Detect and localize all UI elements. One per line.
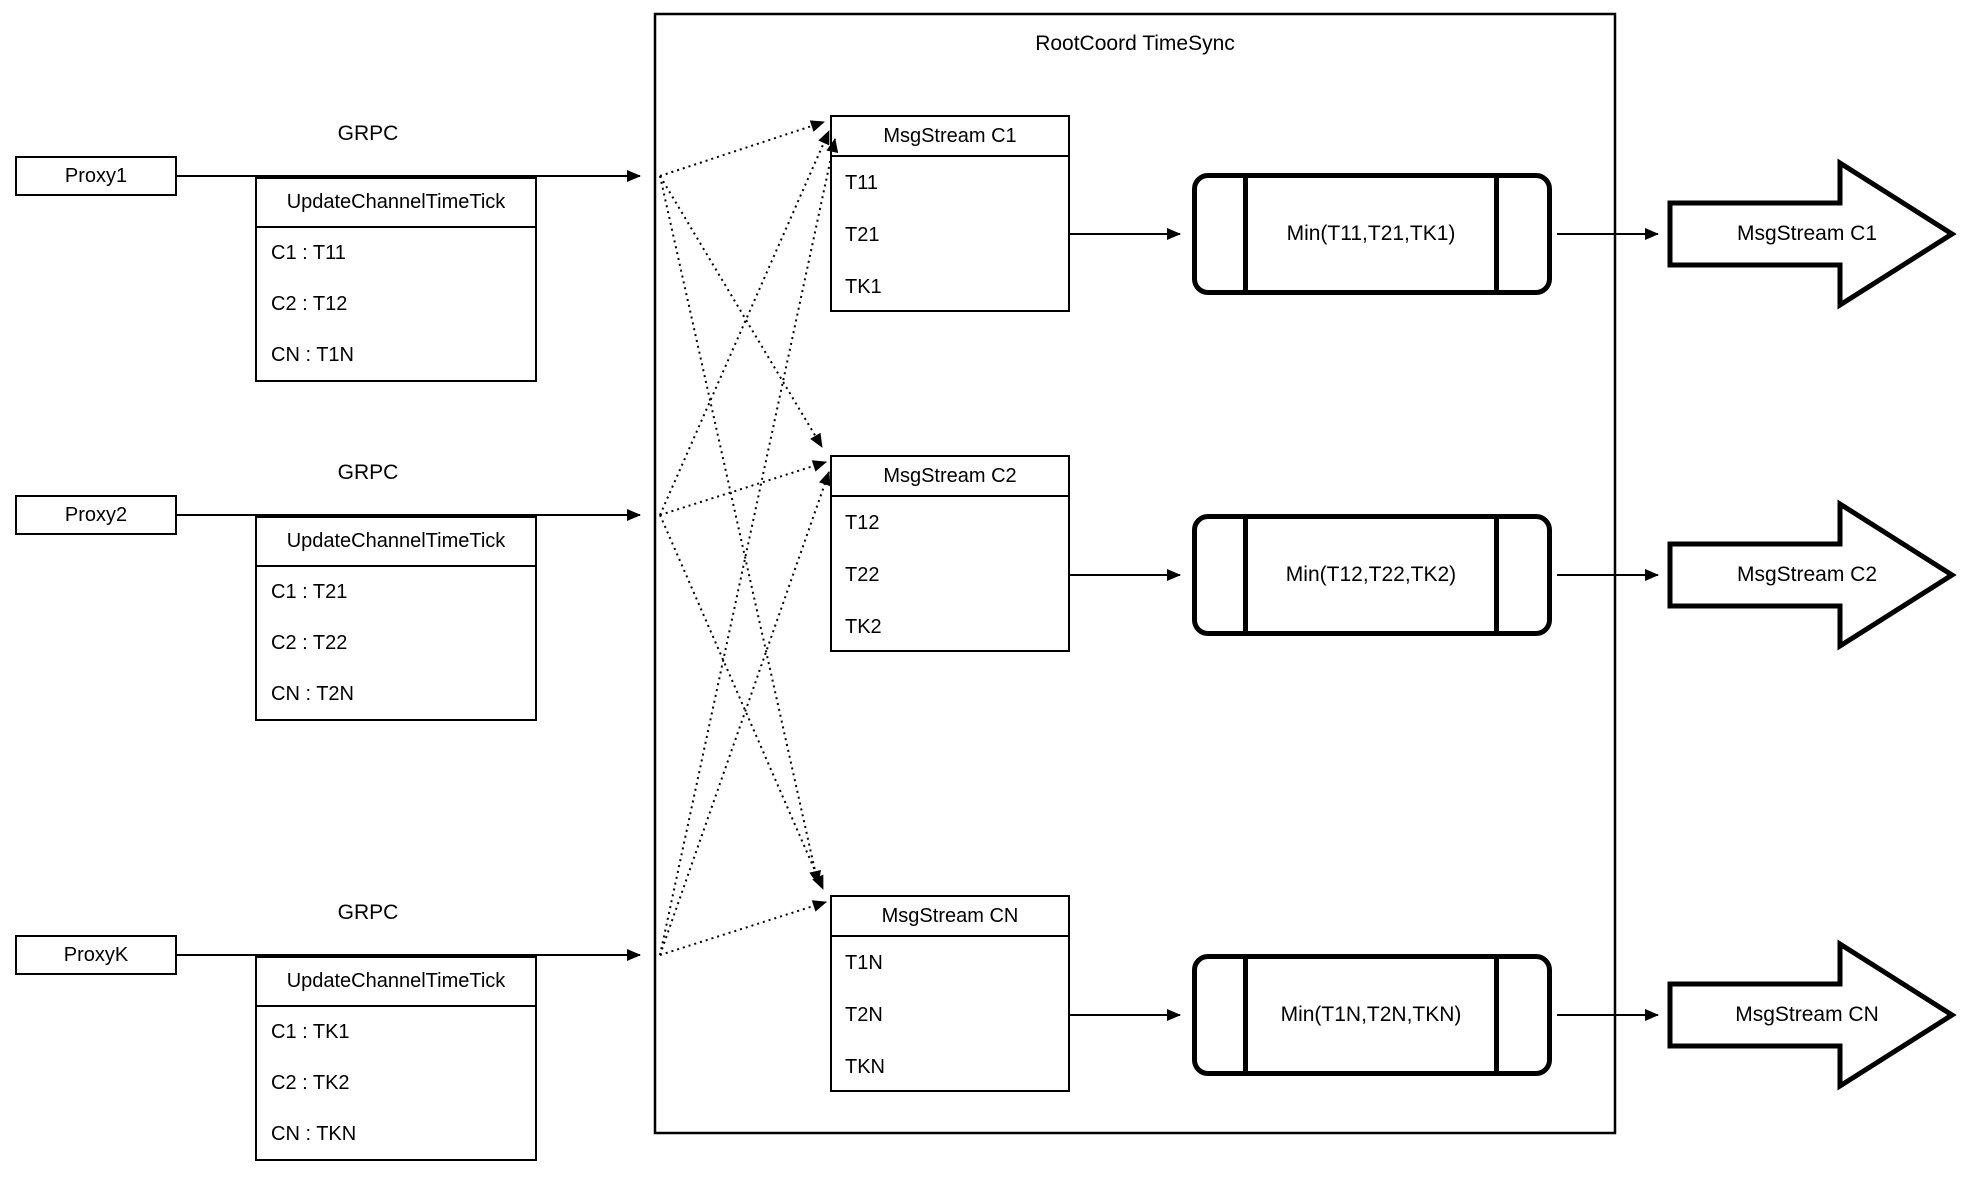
output-arrow-c2-label: MsgStream C2 [1736, 563, 1878, 586]
msgstream-table-c1: MsgStream C1 T11 T21 TK1 [830, 115, 1070, 312]
uctt-row: C1 : T21 [271, 581, 348, 603]
uctt-row: C1 : T11 [271, 242, 346, 264]
uctt-row: CN : TKN [271, 1123, 357, 1145]
rootcoord-box [653, 12, 1617, 1135]
update-channel-timetick-table-1: UpdateChannelTimeTick C1 : T11 C2 : T12 … [255, 177, 537, 382]
dotted-link-p2-c2 [659, 460, 827, 516]
min-operator-2-label: Min(T12,T22,TK2) [1285, 563, 1457, 586]
update-channel-timetick-table-3: UpdateChannelTimeTick C1 : TK1 C2 : TK2 … [255, 956, 537, 1161]
proxy2-box: Proxy2 [15, 495, 177, 535]
uctt-row: CN : T2N [271, 683, 354, 705]
uctt-row: CN : T1N [271, 344, 354, 366]
msgstream-row: T11 [845, 171, 878, 194]
output-arrow-shape-c1 [1667, 158, 1957, 310]
min-operator-divider [1243, 178, 1248, 290]
dotted-link-pk-cn [659, 900, 827, 956]
msgstream-table-cn-header: MsgStream CN [832, 897, 1068, 937]
uctt-header-3: UpdateChannelTimeTick [257, 958, 535, 1007]
proxy2-label: Proxy2 [64, 503, 128, 526]
msgstream-row: T22 [845, 563, 880, 586]
uctt-header-2: UpdateChannelTimeTick [257, 518, 535, 567]
dotted-link-p1-cn [659, 175, 822, 885]
proxyk-label: ProxyK [63, 943, 129, 966]
dotted-link-p2-cn [659, 514, 824, 890]
uctt-row: C2 : T12 [271, 293, 348, 315]
grpc-label-1: GRPC [337, 122, 399, 145]
min-operator-3-label: Min(T1N,T2N,TKN) [1280, 1003, 1462, 1026]
proxy1-box: Proxy1 [15, 156, 177, 196]
output-arrow-c1-label: MsgStream C1 [1736, 222, 1878, 245]
uctt-header-1: UpdateChannelTimeTick [257, 179, 535, 228]
min-operator-1: Min(T11,T21,TK1) [1192, 173, 1552, 295]
uctt-row: C1 : TK1 [271, 1021, 350, 1043]
output-arrow-shape-cn [1667, 939, 1957, 1091]
dotted-link-pk-c1 [659, 138, 839, 956]
min-operator-divider [1494, 519, 1499, 631]
min-operator-2: Min(T12,T22,TK2) [1192, 514, 1552, 636]
dotted-link-p1-c2 [659, 175, 823, 448]
msgstream-row: T21 [845, 223, 880, 246]
uctt-row: C2 : TK2 [271, 1072, 350, 1094]
msgstream-row: TK1 [845, 275, 882, 298]
msgstream-row: T1N [845, 951, 883, 974]
msgstream-table-c2-header: MsgStream C2 [832, 457, 1068, 497]
msgstream-table-cn: MsgStream CN T1N T2N TKN [830, 895, 1070, 1092]
min-operator-divider [1243, 519, 1248, 631]
min-operator-divider [1494, 959, 1499, 1071]
msgstream-row: TKN [845, 1055, 885, 1078]
grpc-label-2: GRPC [337, 461, 399, 484]
dotted-link-pk-c2 [659, 471, 831, 956]
msgstream-table-c1-header: MsgStream C1 [832, 117, 1068, 157]
min-operator-3: Min(T1N,T2N,TKN) [1192, 954, 1552, 1076]
dotted-link-p2-c1 [659, 130, 830, 516]
output-arrow-cn-label: MsgStream CN [1735, 1003, 1879, 1026]
min-operator-1-label: Min(T11,T21,TK1) [1286, 222, 1456, 245]
output-arrow-shape-c2 [1667, 499, 1957, 651]
proxyk-box: ProxyK [15, 935, 177, 975]
rootcoord-title: RootCoord TimeSync [1035, 32, 1235, 55]
uctt-row: C2 : T22 [271, 632, 348, 654]
update-channel-timetick-table-2: UpdateChannelTimeTick C1 : T21 C2 : T22 … [255, 516, 537, 721]
msgstream-table-c2: MsgStream C2 T12 T22 TK2 [830, 455, 1070, 652]
msgstream-row: TK2 [845, 615, 882, 638]
dotted-link-p1-c1 [659, 120, 825, 177]
min-operator-divider [1494, 178, 1499, 290]
proxy1-label: Proxy1 [64, 164, 128, 187]
min-operator-divider [1243, 959, 1248, 1071]
msgstream-row: T2N [845, 1003, 883, 1026]
msgstream-row: T12 [845, 511, 880, 534]
grpc-label-3: GRPC [337, 901, 399, 924]
